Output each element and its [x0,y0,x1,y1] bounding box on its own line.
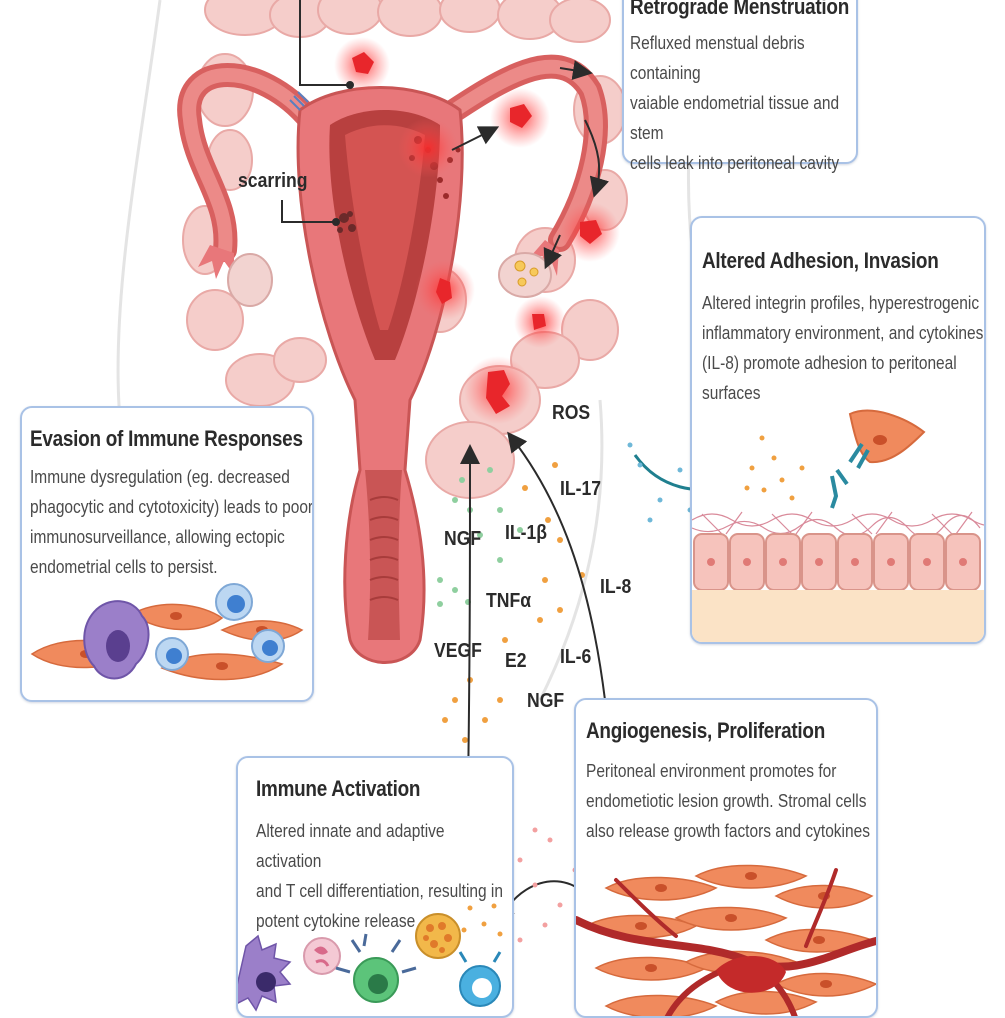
peritoneal-cells [693,533,981,591]
mediator-e2: E2 [505,650,527,672]
panel-evasion-title: Evasion of Immune Responses [30,426,303,451]
mediator-il-17: IL-17 [560,478,602,500]
scarring-label: scarring [238,170,308,192]
lesion-blood-pool [716,955,786,993]
dendritic-cell [238,934,292,1012]
panel-activation-line: Altered innate and adaptive activation [256,821,445,871]
t-cell [458,951,502,1007]
immune-activation-illustration [238,903,503,1012]
angiogenesis-arrow [507,431,606,701]
panel-adhesion-line: surfaces [702,383,761,403]
macrophage [83,600,150,680]
panel-angiogenesis-title: Angiogenesis, Proliferation [586,718,826,743]
endometriotic-lesions [334,37,620,424]
b-cell [335,933,417,1003]
panel-angiogenesis-body: Peritoneal environment promotes for endo… [586,756,876,846]
panel-retrograde-line: vaiable endometrial tissue and stem [630,93,840,143]
panel-activation-line: and T cell differentiation, resulting in [256,881,503,901]
scarring-lesion [337,211,356,233]
panel-angiogenesis-line: Peritoneal environment promotes for [586,761,837,781]
left-ovary [227,253,273,307]
panel-angiogenesis: Angiogenesis, Proliferation Peritoneal e… [574,698,878,1018]
panel-retrograde-menstruation: Retrograde Menstruation Refluxed menstua… [622,0,858,173]
panel-angiogenesis-line: also release growth factors and cytokine… [586,821,870,841]
mediator-ngf-top: NGF [444,528,482,550]
adhesion-illustration [692,409,984,642]
cell-nuclei [707,558,967,566]
right-ovary [498,252,552,298]
panel-retrograde-line: Refluxed menstual debris containing [630,33,805,83]
lymphocytes [155,583,285,671]
panel-evasion-immune: Evasion of Immune Responses Immune dysre… [20,406,314,702]
panel-evasion-line: immunosurveillance, allowing ectopic [30,527,285,547]
mediator-il-8: IL-8 [600,576,632,598]
mediator-il-6: IL-6 [560,646,592,668]
immune-activation-arrow [459,444,480,791]
mediator-vegf: VEGF [434,640,482,662]
floating-stromal-cell [848,409,926,464]
right-ovary-follicles [514,260,539,287]
panel-evasion-line: phagocytic and cytotoxicity) leads to po… [30,497,314,517]
adhesion-tag [289,91,309,111]
panel-retrograde-title: Retrograde Menstruation [630,0,850,19]
panel-evasion-body: Immune dysregulation (eg. decreased phag… [30,462,314,582]
panel-altered-adhesion: Altered Adhesion, Invasion Altered integ… [690,216,986,644]
cytokine-il8-dots [744,435,805,501]
mediator-ngf-bottom: NGF [527,690,565,712]
ros-label: ROS [552,402,591,424]
panel-retrograde-line: cells leak into peritoneal cavity [630,153,840,173]
panel-adhesion-body: Altered integrin profiles, hyperestrogen… [702,288,984,408]
vaginal-rugae [369,496,399,601]
panel-adhesion-line: Altered integrin profiles, hyperestrogen… [702,293,980,313]
cytokine-dots-green [437,467,523,607]
fallopian-tubes [177,54,608,262]
activation-cytokine-dots [461,903,503,937]
mediator-tnfa: TNFα [486,590,532,612]
panel-angiogenesis-line: endometiotic lesion growth. Stromal cell… [586,791,867,811]
panel-activation-body: Altered innate and adaptive activation a… [256,816,512,936]
evasion-illustration [30,583,304,681]
panel-adhesion-line: (IL-8) promote adhesion to peritoneal [702,353,957,373]
basement-tissue [692,590,984,642]
panel-adhesion-title: Altered Adhesion, Invasion [702,248,939,273]
panel-retrograde-body: Refluxed menstual debris containing vaia… [630,28,855,178]
panel-evasion-line: Immune dysregulation (eg. decreased [30,467,290,487]
cervix [365,470,402,640]
adhesion-dots [627,437,723,523]
panel-immune-activation: Immune Activation Altered innate and ada… [236,756,514,1018]
angiogenesis-illustration [576,864,876,1016]
panel-activation-line: potent cytokine release [256,911,416,931]
mediator-il-1b: IL-1β [505,522,548,544]
leader-lines [281,0,354,226]
integrin-receptors [830,442,870,509]
uterus-lining [345,125,425,330]
panel-activation-title: Immune Activation [256,776,421,801]
cytokine-dots-orange [442,462,585,743]
mast-cell [415,913,461,959]
panel-adhesion-line: inflammatory environment, and cytokines [702,323,984,343]
retrograde-arrows [451,60,610,270]
panel-evasion-line: endometrial cells to persist. [30,557,218,577]
neutrophil [303,937,341,975]
